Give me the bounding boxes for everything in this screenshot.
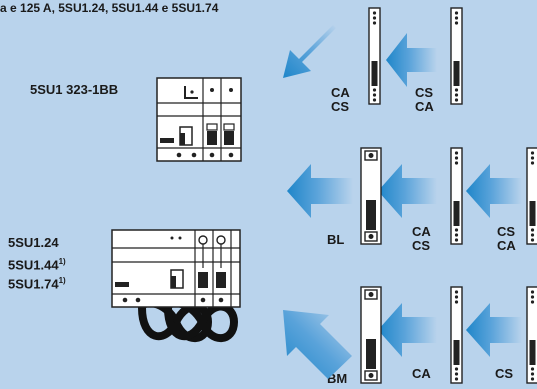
row1-module-cs-ca	[450, 7, 463, 105]
row1-mod2-code-1: CS	[415, 85, 434, 100]
row1-mod1-code-1: CA	[331, 85, 350, 100]
row1-mod1-code-2: CS	[331, 99, 350, 114]
row2-mod3-code-2: CA	[497, 238, 516, 253]
row2-mod2-code-2: CS	[412, 238, 431, 253]
arrow-row2-left-2	[378, 164, 437, 218]
arrow-row2-left-1	[287, 164, 353, 218]
device-label-5su1-24: 5SU1.24	[8, 235, 59, 250]
diagram-title: a e 125 A, 5SU1.24, 5SU1.44 e 5SU1.74	[0, 1, 219, 15]
row2-mod2-code-1: CA	[412, 224, 431, 239]
device-5su1-24	[111, 229, 241, 343]
footnote-mark: 1)	[58, 276, 66, 285]
row3-module-ca	[450, 286, 463, 384]
row2-module-cs-ca	[526, 147, 537, 245]
row2-module-ca-cs	[450, 147, 463, 245]
footnote-mark: 1)	[58, 257, 66, 266]
arrow-row3-left-2	[466, 303, 522, 357]
row3-mod3-code-1: CS	[495, 366, 514, 381]
device-label-5su1-74: 5SU1.741)	[8, 276, 66, 292]
row3-module-cs	[526, 286, 537, 384]
row2-mod1-code-1: BL	[327, 232, 345, 247]
row2-module-bl	[360, 147, 382, 245]
device-label-5su1-323: 5SU1 323-1BB	[30, 82, 119, 97]
row3-module-bm	[360, 286, 382, 384]
row3-mod2-code-1: CA	[412, 366, 431, 381]
arrow-row3-left-1	[378, 303, 437, 357]
row2-mod3-code-1: CS	[497, 224, 516, 239]
arrow-row1-left	[386, 33, 437, 87]
row1-mod2-code-2: CA	[415, 99, 434, 114]
device-label-5su1-44: 5SU1.441)	[8, 257, 66, 273]
row1-module-ca-cs	[368, 7, 381, 105]
arrow-diagonal-bottom	[283, 310, 352, 379]
device-5su1-323-1bb	[156, 77, 242, 162]
arrow-diagonal-top	[283, 25, 336, 78]
arrow-row2-left-3	[466, 164, 522, 218]
